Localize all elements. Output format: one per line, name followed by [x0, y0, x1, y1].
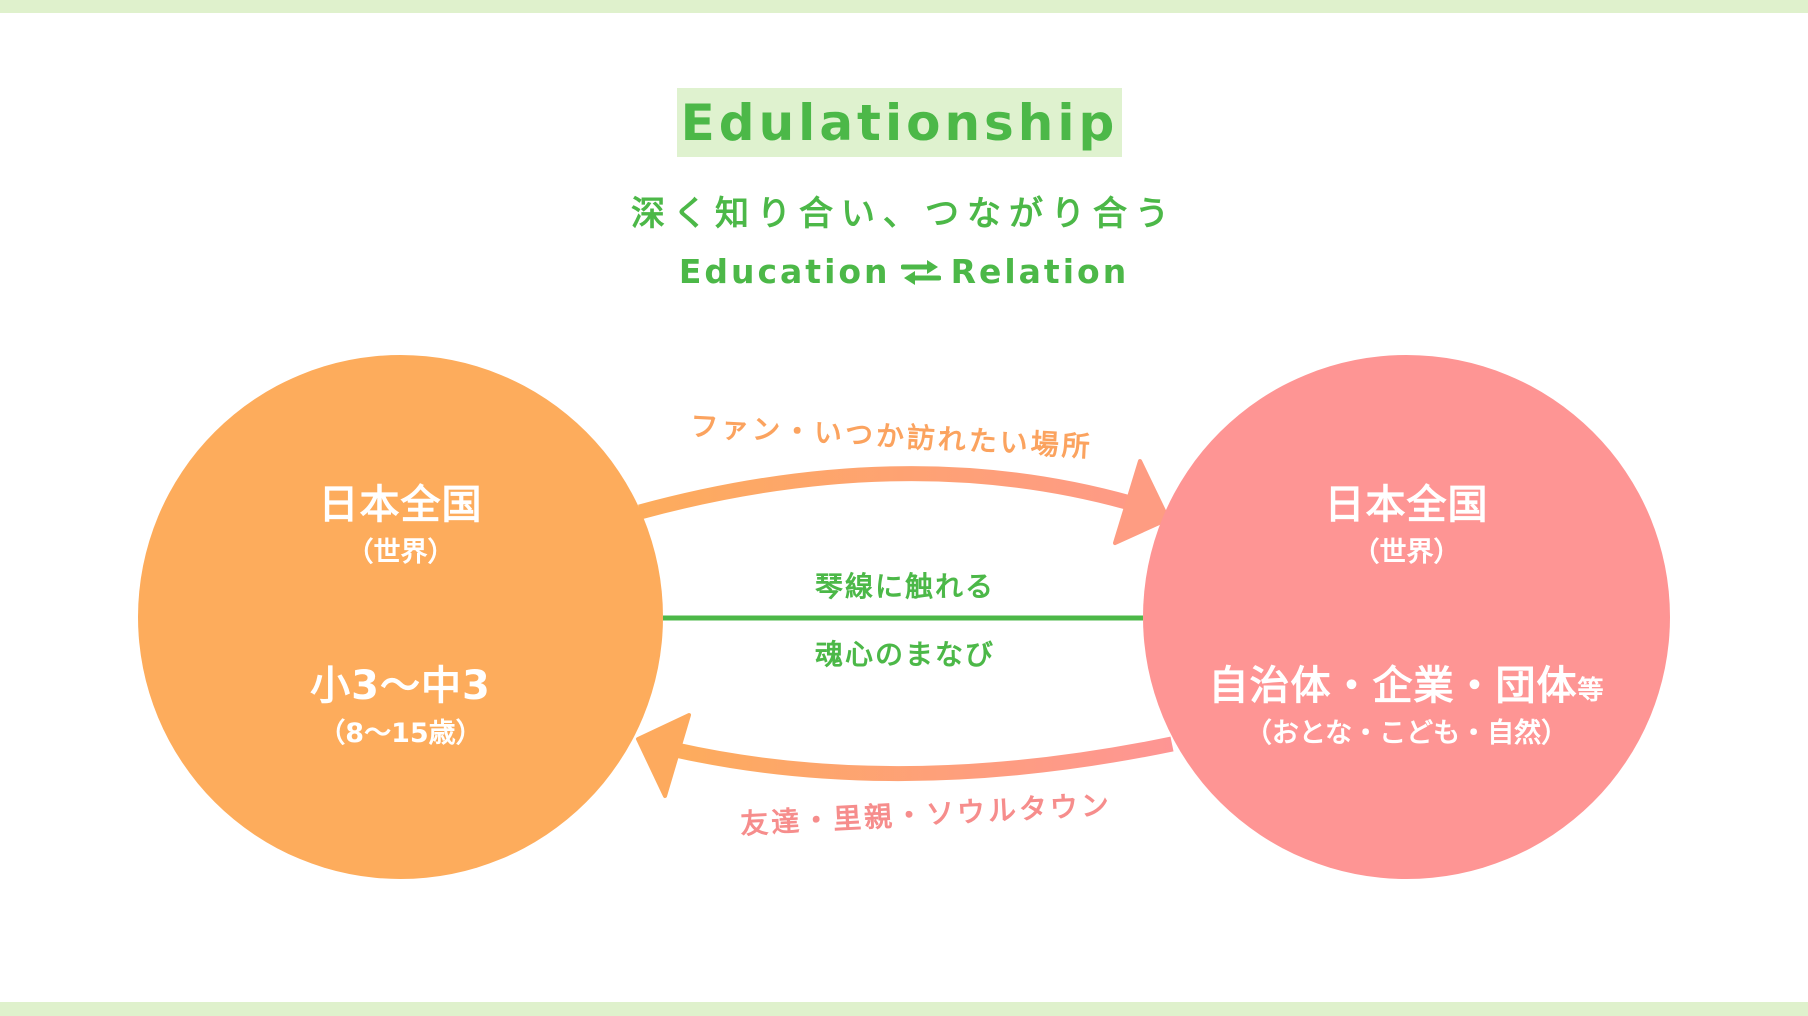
- top-band: [0, 0, 1808, 13]
- top-arrow-shaft: [638, 466, 1133, 520]
- top-arrow-head: [1113, 459, 1170, 545]
- left-region: 日本全国: [318, 481, 483, 528]
- right-region-sub: （世界）: [1352, 536, 1461, 568]
- left-region-sub: （世界）: [346, 536, 455, 568]
- right-audience-main: 自治体・企業・団体: [1208, 663, 1578, 709]
- bidirectional-arrows-icon: [900, 257, 941, 287]
- right-audience-suffix: 等: [1577, 676, 1605, 706]
- page-title: Edulationship: [680, 93, 1119, 152]
- left-audience-sub: （8〜15歳）: [318, 718, 483, 749]
- left-audience: 小3〜中3: [310, 663, 491, 709]
- line-label-top: 琴線に触れる: [814, 570, 995, 603]
- line-label-bottom: 魂心のまなび: [814, 638, 995, 671]
- right-audience-sub: （おとな・こども・自然）: [1244, 718, 1569, 749]
- title-banner: Edulationship: [677, 88, 1122, 157]
- bottom-arrow-head: [636, 713, 691, 798]
- community-circle: 日本全国 （世界） 自治体・企業・団体等 （おとな・こども・自然）: [1143, 355, 1670, 879]
- bottom-band: [0, 1002, 1808, 1016]
- bottom-arrow-shaft: [674, 736, 1174, 782]
- tagline-education: Education: [678, 252, 891, 291]
- subtitle: 深く知り合い、つながり合う: [631, 194, 1177, 234]
- tagline-relation: Relation: [950, 252, 1130, 291]
- tagline: Education Relation: [600, 252, 1208, 291]
- right-region: 日本全国: [1324, 481, 1489, 528]
- right-audience: 自治体・企業・団体等: [1208, 664, 1604, 708]
- children-circle: 日本全国 （世界） 小3〜中3 （8〜15歳）: [138, 355, 663, 879]
